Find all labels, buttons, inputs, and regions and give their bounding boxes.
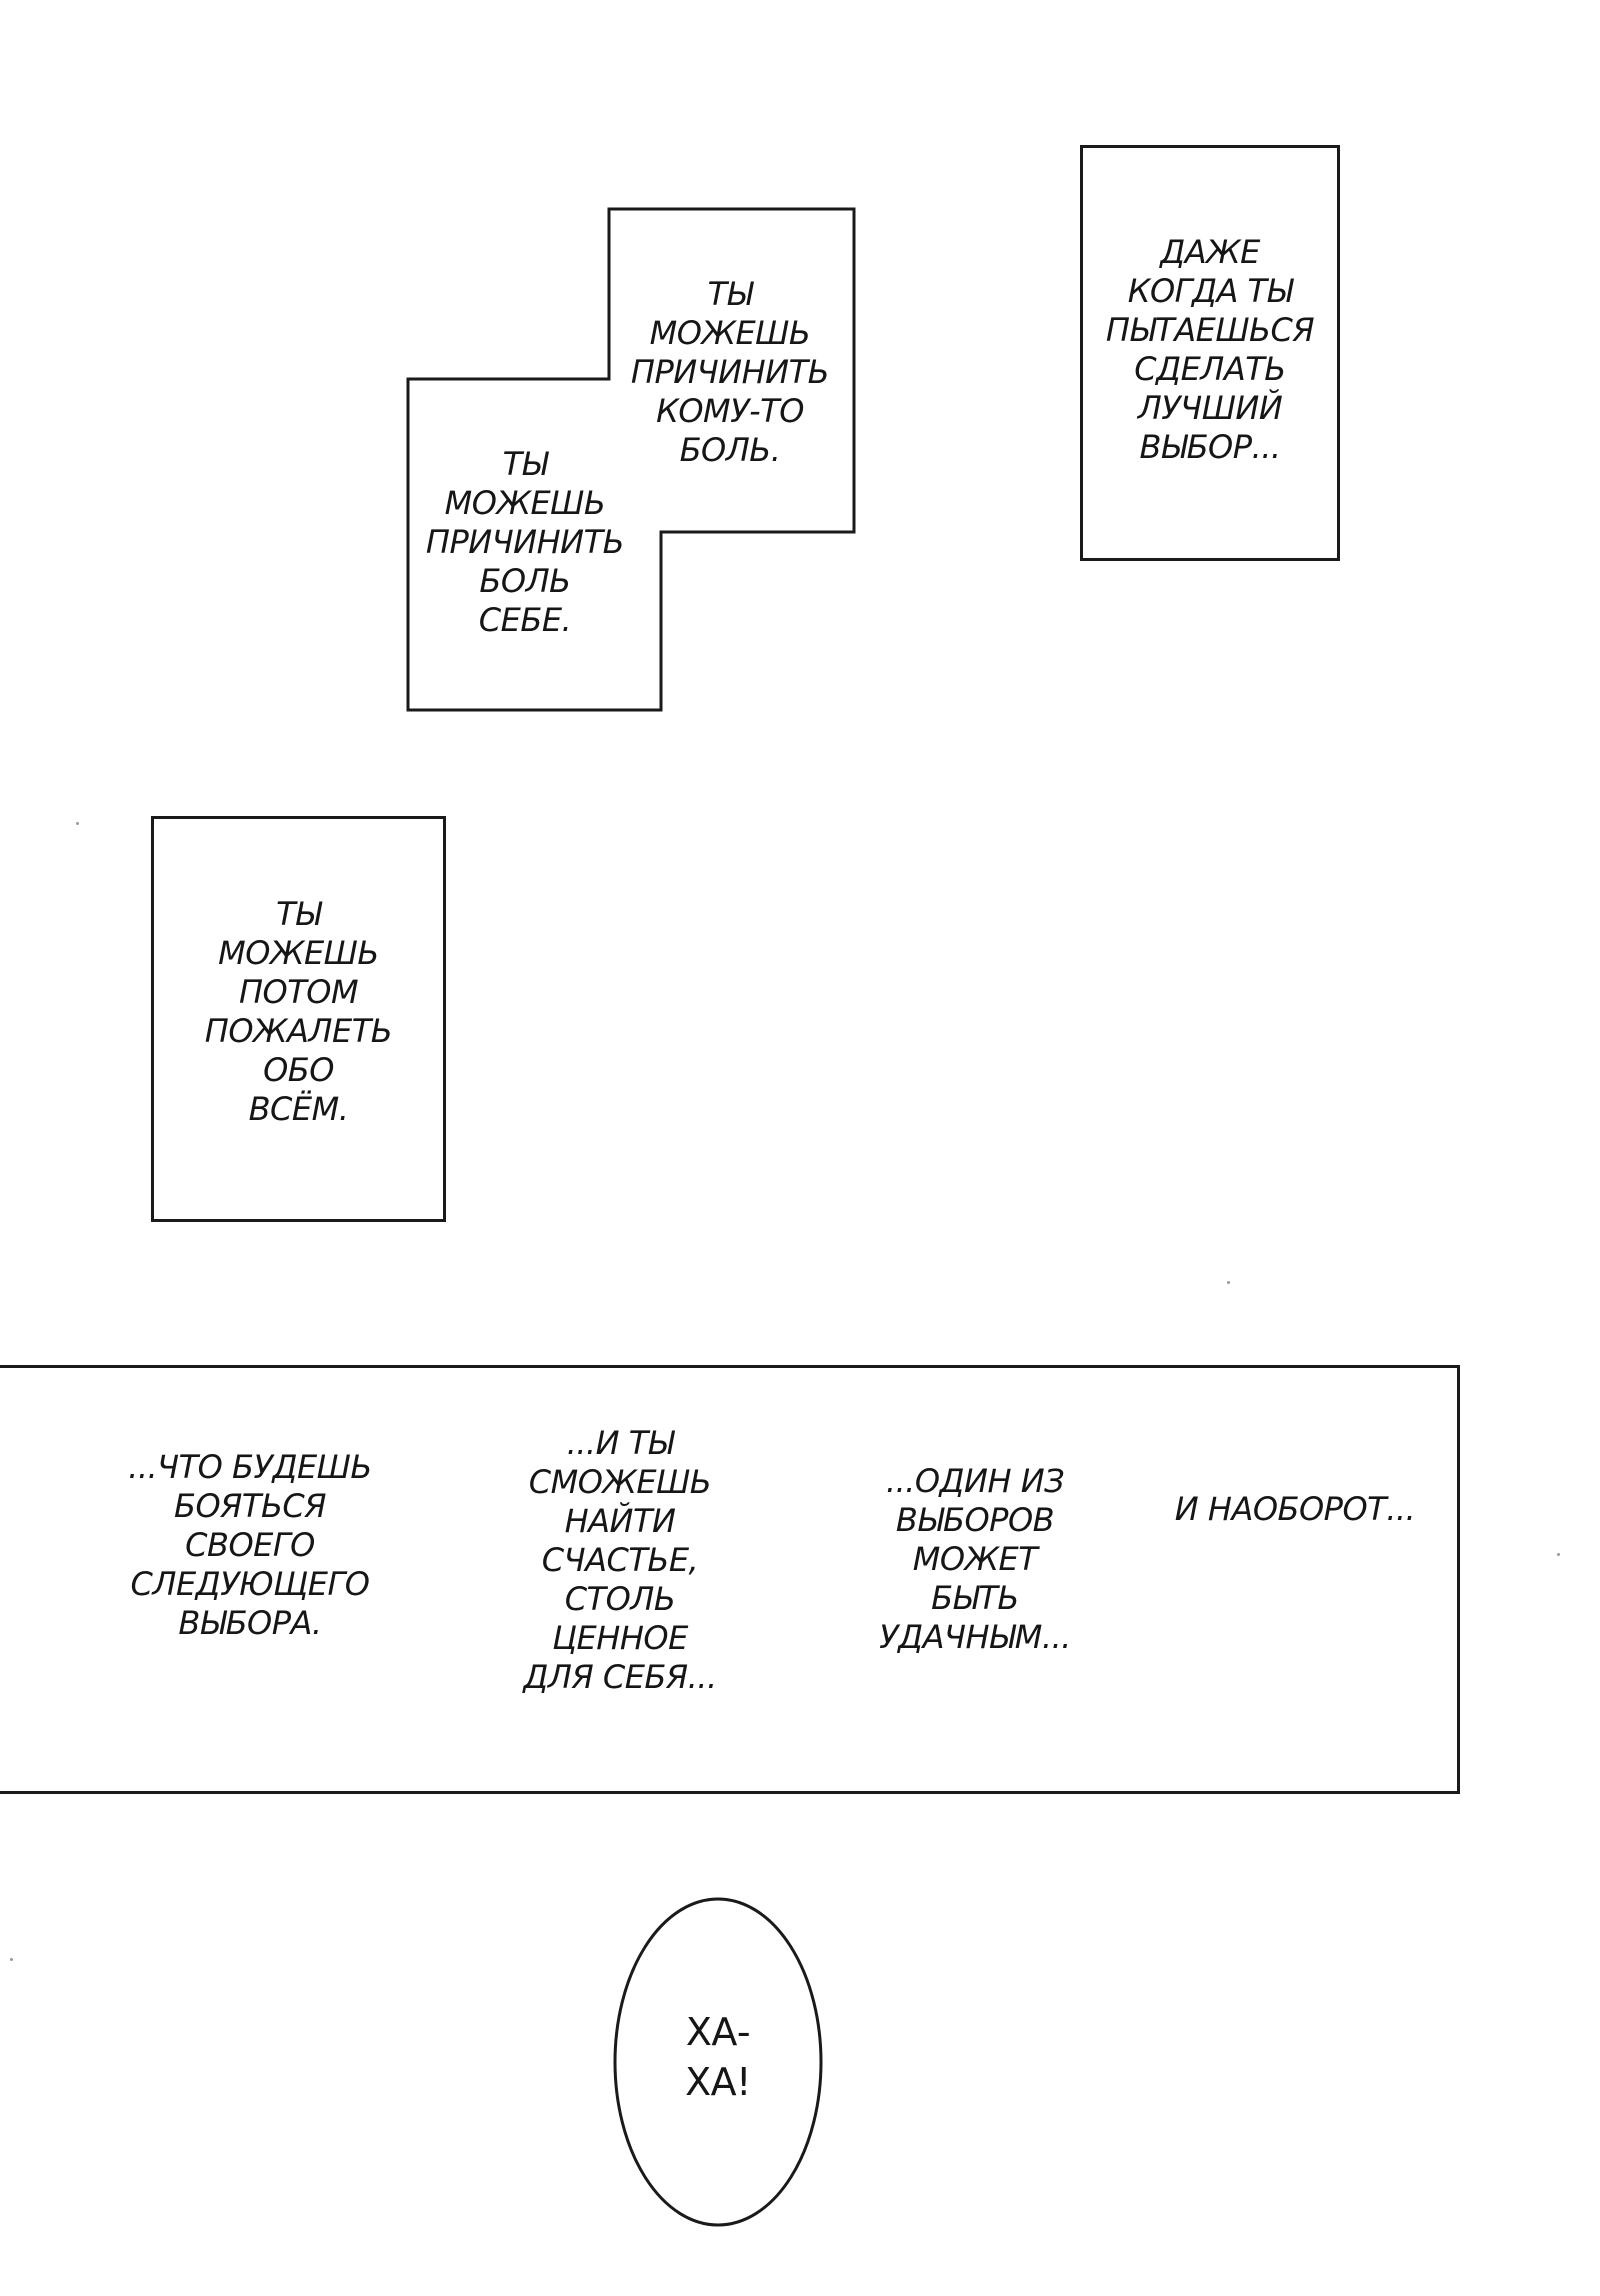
caption-line: ОБО — [263, 1051, 334, 1089]
panel-line: ...ОДИН ИЗ — [885, 1462, 1065, 1500]
caption-line: МОЖЕШЬ — [649, 314, 811, 352]
caption-line: ПРИЧИНИТЬ — [425, 523, 625, 561]
bubble-line: ХА- — [685, 2010, 751, 2054]
caption-box-best-choice — [1080, 145, 1340, 561]
panel-line: УДАЧНЫМ... — [879, 1618, 1071, 1656]
caption-line: БОЛЬ. — [679, 431, 781, 469]
caption-line: МОЖЕШЬ — [218, 934, 379, 972]
caption-line: МОЖЕШЬ — [444, 484, 606, 522]
caption-line: КОМУ-ТО — [656, 392, 804, 430]
caption-line: ДАЖЕ — [1160, 233, 1260, 271]
caption-line: ПЫТАЕШЬСЯ — [1105, 311, 1315, 349]
panel-line: СЧАСТЬЕ, — [541, 1541, 699, 1579]
panel-line: СЛЕДУЮЩЕГО — [130, 1565, 370, 1603]
panel-line: СТОЛЬ — [564, 1580, 676, 1618]
scan-speck — [10, 1958, 13, 1961]
caption-line: ТЫ — [502, 445, 548, 483]
panel-line: ВЫБОРА. — [178, 1604, 322, 1642]
wide-panel-col3: ...ОДИН ИЗ ВЫБОРОВ МОЖЕТ БЫТЬ УДАЧНЫМ... — [845, 1462, 1105, 1657]
panel-line: ...ЧТО БУДЕШЬ — [128, 1448, 372, 1486]
panel-line: БОЯТЬСЯ — [174, 1487, 326, 1525]
caption-text-hurt-self: ТЫ МОЖЕШЬ ПРИЧИНИТЬ БОЛЬ СЕБЕ. — [415, 445, 635, 640]
caption-line: ТЫ — [707, 275, 753, 313]
caption-line: ПОТОМ — [238, 973, 359, 1011]
scan-speck — [1557, 1553, 1560, 1556]
panel-line: БЫТЬ — [931, 1579, 1019, 1617]
caption-box-regret — [151, 816, 446, 1222]
panel-line: И НАОБОРОТ... — [1174, 1490, 1416, 1528]
panel-line: ВЫБОРОВ — [895, 1501, 1055, 1539]
panel-line: ДЛЯ СЕБЯ... — [523, 1658, 717, 1696]
caption-line: ПРИЧИНИТЬ — [630, 353, 830, 391]
bubble-line: ХА! — [685, 2060, 751, 2104]
wide-panel-col4: И НАОБОРОТ... — [1150, 1490, 1440, 1529]
caption-line: ПОЖАЛЕТЬ — [204, 1012, 393, 1050]
caption-line: ЛУЧШИЙ — [1137, 389, 1283, 427]
caption-line: ВЫБОР... — [1139, 428, 1281, 466]
wide-panel-col1: ...ЧТО БУДЕШЬ БОЯТЬСЯ СВОЕГО СЛЕДУЮЩЕГО … — [100, 1448, 400, 1643]
caption-line: КОГДА ТЫ — [1127, 272, 1293, 310]
panel-line: ...И ТЫ — [566, 1424, 674, 1462]
caption-text-best-choice: ДАЖЕ КОГДА ТЫ ПЫТАЕШЬСЯ СДЕЛАТЬ ЛУЧШИЙ В… — [1080, 233, 1340, 467]
scan-speck — [1227, 1281, 1230, 1284]
caption-text-hurt-others: ТЫ МОЖЕШЬ ПРИЧИНИТЬ КОМУ-ТО БОЛЬ. — [620, 275, 840, 470]
wide-panel-col2: ...И ТЫ СМОЖЕШЬ НАЙТИ СЧАСТЬЕ, СТОЛЬ ЦЕН… — [485, 1424, 755, 1697]
caption-line: БОЛЬ — [479, 562, 571, 600]
panel-line: СМОЖЕШЬ — [528, 1463, 712, 1501]
caption-line: ВСЁМ. — [248, 1090, 349, 1128]
caption-line: СДЕЛАТЬ — [1134, 350, 1286, 388]
panel-line: НАЙТИ — [564, 1502, 676, 1540]
caption-text-regret: ТЫ МОЖЕШЬ ПОТОМ ПОЖАЛЕТЬ ОБО ВСЁМ. — [151, 895, 446, 1129]
panel-line: МОЖЕТ — [912, 1540, 1038, 1578]
scan-speck — [76, 822, 79, 825]
speech-bubble-text: ХА- ХА! — [618, 2007, 818, 2107]
caption-line: ТЫ — [276, 895, 321, 933]
caption-line: СЕБЕ. — [478, 601, 572, 639]
panel-line: ЦЕННОЕ — [552, 1619, 688, 1657]
wide-panel — [0, 1365, 1460, 1794]
panel-line: СВОЕГО — [185, 1526, 315, 1564]
